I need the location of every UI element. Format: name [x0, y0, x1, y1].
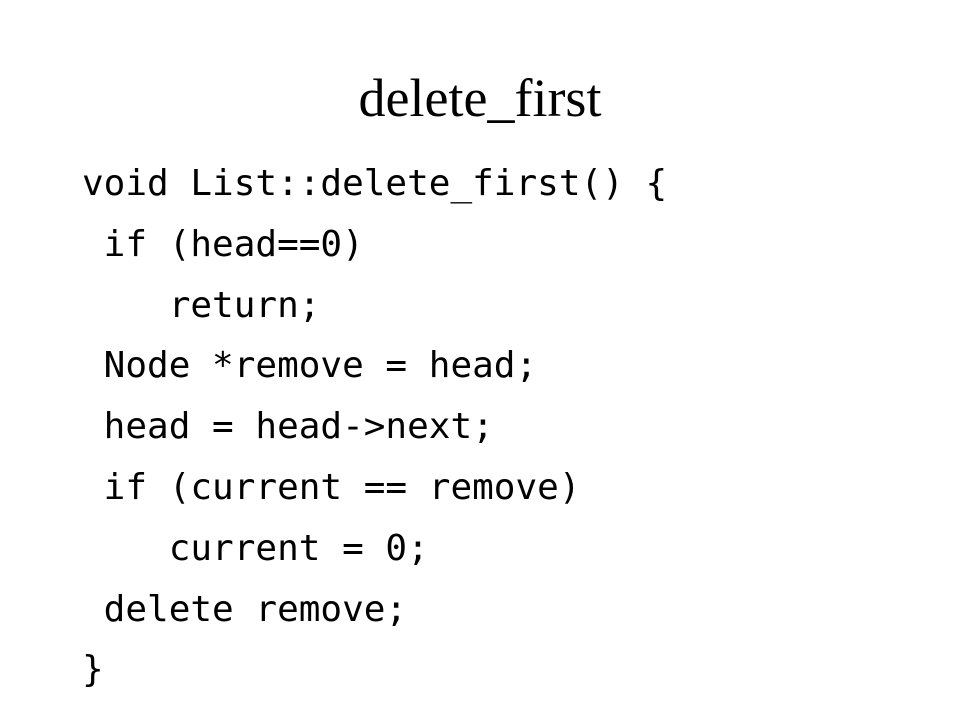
code-line-4: Node *remove = head;: [82, 345, 538, 387]
slide-title: delete_first: [358, 68, 602, 128]
code-line-5: head = head->next;: [82, 406, 494, 448]
code-line-2: if (head==0): [82, 223, 364, 265]
code-line-7: current = 0;: [82, 527, 429, 569]
code-line-6: if (current == remove): [82, 466, 581, 508]
code-line-3: return;: [82, 284, 321, 326]
code-line-9: }: [82, 649, 104, 691]
code-line-8: delete remove;: [82, 588, 408, 630]
code-line-1: void List::delete_first() {: [82, 163, 668, 204]
code-block: void List::delete_first() { if (head==0)…: [82, 154, 667, 701]
